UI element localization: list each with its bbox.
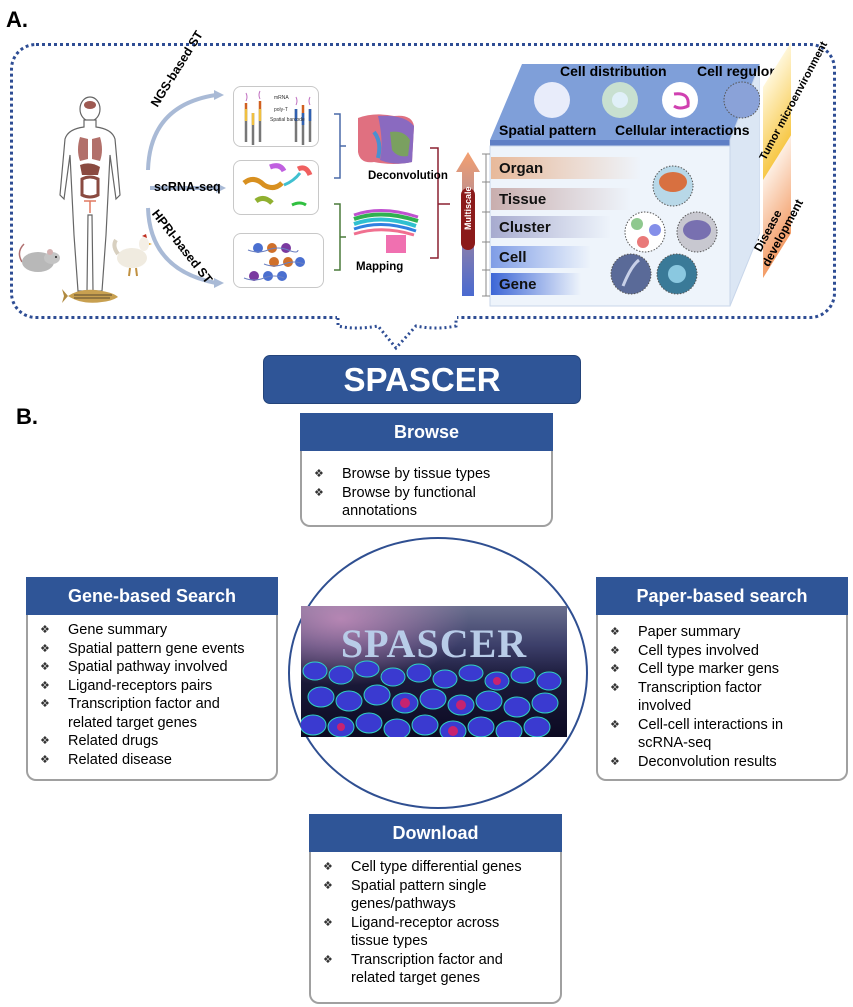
panel-a-label: A. xyxy=(6,7,28,32)
download-item[interactable]: Cell type differential genes xyxy=(321,858,552,877)
gene-search-item[interactable]: Spatial pathway involved xyxy=(38,658,268,677)
method-arrows xyxy=(146,90,226,288)
svg-text:poly-T: poly-T xyxy=(274,107,288,113)
analysis-brackets xyxy=(334,113,450,271)
down-arrow-icon xyxy=(336,318,458,351)
umap-plot-icon xyxy=(242,163,313,207)
scale-gene: Gene xyxy=(491,273,581,295)
scrna-seq-card xyxy=(233,160,319,215)
gene-search-box: Gene-based Search Gene summary Spatial p… xyxy=(26,577,278,781)
gene-search-item[interactable]: Ligand-receptors pairs xyxy=(38,677,268,696)
browse-item[interactable]: Browse by tissue types xyxy=(312,465,543,484)
paper-search-item[interactable]: Deconvolution results xyxy=(608,753,838,772)
liver-icon xyxy=(80,163,100,175)
cube-top-circles xyxy=(534,81,760,119)
paper-search-item[interactable]: Cell types involved xyxy=(608,642,838,661)
gene-circle xyxy=(610,253,652,295)
zebrafish-icon xyxy=(62,289,118,303)
paper-search-title[interactable]: Paper-based search xyxy=(596,577,848,615)
spatial-pattern-circle xyxy=(534,82,570,118)
brain-icon xyxy=(84,101,96,109)
cell-segmentation-texture xyxy=(301,660,562,737)
method-scrna-seq: scRNA-seq xyxy=(154,180,221,194)
svg-text:Spatial barcode: Spatial barcode xyxy=(270,117,305,123)
multiscale-arrow xyxy=(456,152,490,297)
scale-tissue: Tissue xyxy=(491,188,631,210)
cube-label-spatial-pattern: Spatial pattern xyxy=(499,122,597,138)
paper-search-item[interactable]: Paper summary xyxy=(608,623,838,642)
download-item[interactable]: Ligand-receptor across tissue types xyxy=(321,914,521,951)
paper-search-item[interactable]: Cell type marker gens xyxy=(608,660,838,679)
spascer-logo-image: SPASCER xyxy=(301,606,567,737)
cube-label-cellular-interactions: Cellular interactions xyxy=(615,122,750,138)
paper-search-box: Paper-based search Paper summary Cell ty… xyxy=(596,577,848,781)
download-item[interactable]: Spatial pattern single genes/pathways xyxy=(321,877,511,914)
download-box: Download Cell type differential genes Sp… xyxy=(309,814,562,1004)
cube-label-cell-distribution: Cell distribution xyxy=(560,63,667,79)
hpri-st-card xyxy=(233,233,324,288)
chicken-icon xyxy=(112,234,152,277)
browse-title[interactable]: Browse xyxy=(300,413,553,451)
spascer-banner: SPASCER xyxy=(263,355,581,404)
human-figure-icon xyxy=(59,96,121,292)
paper-search-item[interactable]: Transcription factor involved xyxy=(608,679,798,716)
paper-search-item[interactable]: Cell-cell interactions in scRNA-seq xyxy=(608,716,808,753)
browse-box: Browse Browse by tissue types Browse by … xyxy=(300,413,553,527)
deconvolution-image xyxy=(358,114,414,164)
browse-item[interactable]: Browse by functional annotations xyxy=(312,484,502,521)
ngs-st-card: mRNA poly-T Spatial barcode xyxy=(233,86,319,147)
cube-label-cell-regulons: Cell regulons xyxy=(697,63,786,79)
reproductive-icon xyxy=(84,200,96,213)
scale-circles xyxy=(610,165,718,295)
analysis-deconvolution: Deconvolution xyxy=(368,170,448,182)
gene-search-title[interactable]: Gene-based Search xyxy=(26,577,278,615)
scale-cell: Cell xyxy=(491,246,591,268)
probe-chain-icon xyxy=(243,243,305,281)
gene-search-item[interactable]: Related disease xyxy=(38,751,268,770)
gene-search-item[interactable]: Spatial pattern gene events xyxy=(38,640,268,659)
multiscale-label: Multiscale xyxy=(463,186,473,230)
logo-ellipse xyxy=(288,537,588,809)
panel-b-label: B. xyxy=(16,404,38,429)
lungs-icon xyxy=(78,137,102,161)
mapping-image xyxy=(353,208,419,253)
gene-search-item[interactable]: Related drugs xyxy=(38,732,268,751)
svg-text:mRNA: mRNA xyxy=(274,95,289,101)
intestine-icon xyxy=(80,175,100,199)
logo-text: SPASCER xyxy=(340,621,528,666)
cell-regulons-circle xyxy=(723,81,760,119)
gene-search-item[interactable]: Gene summary xyxy=(38,621,268,640)
download-title[interactable]: Download xyxy=(309,814,562,852)
scale-cluster: Cluster xyxy=(491,216,611,238)
download-item[interactable]: Transcription factor and related target … xyxy=(321,951,526,988)
analysis-mapping: Mapping xyxy=(356,261,404,273)
scale-organ: Organ xyxy=(491,157,641,179)
gene-search-item[interactable]: Transcription factor and related target … xyxy=(38,695,243,732)
cellular-interactions-circle xyxy=(662,82,698,118)
mouse-icon xyxy=(18,243,60,272)
